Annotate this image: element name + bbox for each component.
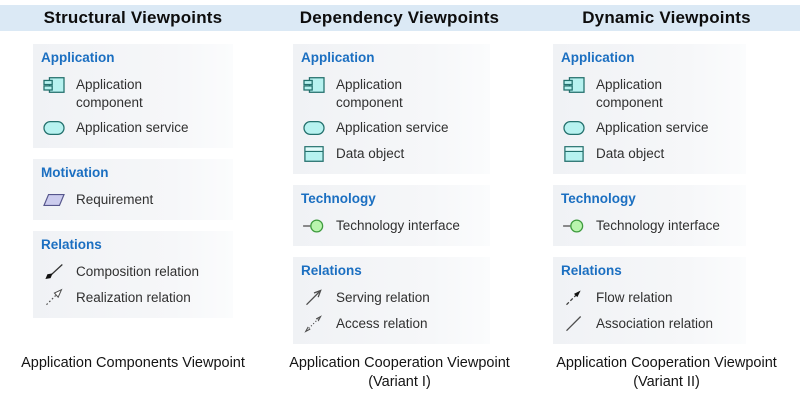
section-items: Requirement: [33, 183, 233, 220]
caption-line: Application Cooperation Viewpoint: [556, 355, 777, 371]
section-header-relations[interactable]: Relations: [301, 263, 362, 278]
palette-item-application-component[interactable]: Application component: [561, 75, 738, 112]
palette-item-label: Application service: [76, 120, 189, 135]
palette-item-label: Application service: [336, 120, 449, 135]
section-items: Composition relation Realization relatio…: [33, 255, 233, 318]
caption-line: Application Cooperation Viewpoint: [289, 355, 510, 371]
section-header-application[interactable]: Application: [301, 50, 375, 65]
palette-item-label: Technology interface: [596, 218, 720, 233]
palette-item-data-object[interactable]: Data object: [301, 144, 482, 164]
palette-section-technology: Technology Technology interface: [293, 185, 490, 246]
palette-item-label: Technology interface: [336, 218, 460, 233]
palette-item-label: Flow relation: [596, 290, 673, 305]
palette-item-label: Application component: [336, 77, 403, 110]
palette-section-relations: Relations Composition relation Realizati…: [33, 231, 233, 318]
section-header-application[interactable]: Application: [561, 50, 635, 65]
access-relation-icon: [301, 314, 327, 334]
section-items: Flow relation Association relation: [553, 281, 746, 344]
palette-item-flow-relation[interactable]: Flow relation: [561, 288, 738, 308]
viewpoint-caption-3: Application Cooperation Viewpoint (Varian…: [533, 354, 800, 392]
palette-section-relations: Relations Flow relation Association rela…: [553, 257, 746, 344]
palette-panel: Application Application component Applic…: [553, 44, 746, 355]
palette-item-data-object[interactable]: Data object: [561, 144, 738, 164]
application-component-icon: [41, 75, 67, 95]
palette-item-technology-interface[interactable]: Technology interface: [301, 216, 482, 236]
data-object-icon: [561, 144, 587, 164]
application-component-icon: [301, 75, 327, 95]
section-header-relations[interactable]: Relations: [561, 263, 622, 278]
palette-section-application: Application Application component Applic…: [553, 44, 746, 174]
palette-section-application: Application Application component Applic…: [293, 44, 490, 174]
palette-section-relations: Relations Serving relation Access relati…: [293, 257, 490, 344]
section-items: Application component Application servic…: [33, 68, 233, 148]
viewpoint-group-title-dependency-viewpoints: Dependency Viewpoints: [299, 8, 500, 27]
serving-relation-icon: [301, 288, 327, 308]
title-band: Structural Viewpoints Dependency Viewpoin…: [0, 5, 800, 31]
palette-item-label: Data object: [596, 146, 665, 161]
data-object-icon: [301, 144, 327, 164]
section-header-motivation[interactable]: Motivation: [41, 165, 109, 180]
palette-item-association-relation[interactable]: Association relation: [561, 314, 738, 334]
section-items: Application component Application servic…: [293, 68, 490, 174]
palette-section-application: Application Application component Applic…: [33, 44, 233, 148]
palette-item-application-component[interactable]: Application component: [301, 75, 482, 112]
section-header-application[interactable]: Application: [41, 50, 115, 65]
palette-item-label: Access relation: [336, 316, 428, 331]
palette-item-label: Composition relation: [76, 264, 200, 279]
palette-item-label: Association relation: [596, 316, 714, 331]
caption-line: (Variant II): [633, 374, 700, 390]
application-service-icon: [41, 118, 67, 138]
palette-item-realization-relation[interactable]: Realization relation: [41, 288, 225, 308]
technology-interface-icon: [561, 216, 587, 236]
palette-item-label: Requirement: [76, 192, 154, 207]
palette-item-label: Application service: [596, 120, 709, 135]
application-service-icon: [561, 118, 587, 138]
caption-line: (Variant I): [368, 374, 431, 390]
palette-item-composition-relation[interactable]: Composition relation: [41, 262, 225, 282]
palette-item-label: Application component: [596, 77, 663, 110]
section-items: Technology interface: [293, 209, 490, 246]
section-header-technology[interactable]: Technology: [561, 191, 636, 206]
palette-panel: Application Application component Applic…: [293, 44, 490, 355]
palette-item-serving-relation[interactable]: Serving relation: [301, 288, 482, 308]
palette-item-application-service[interactable]: Application service: [561, 118, 738, 138]
palette-item-label: Realization relation: [76, 290, 191, 305]
application-service-icon: [301, 118, 327, 138]
section-items: Serving relation Access relation: [293, 281, 490, 344]
section-header-technology[interactable]: Technology: [301, 191, 376, 206]
caption-line: Application Components Viewpoint: [21, 355, 245, 371]
section-header-relations[interactable]: Relations: [41, 237, 102, 252]
palette-item-application-service[interactable]: Application service: [41, 118, 225, 138]
requirement-icon: [41, 190, 67, 210]
viewpoint-column: Application Application component Applic…: [533, 44, 800, 355]
flow-relation-icon: [561, 288, 587, 308]
viewpoint-caption-1: Application Components Viewpoint: [0, 354, 266, 373]
association-relation-icon: [561, 314, 587, 334]
palette-section-motivation: Motivation Requirement: [33, 159, 233, 220]
viewpoint-group-title-structural-viewpoints: Structural Viewpoints: [43, 8, 223, 27]
viewpoint-caption-2: Application Cooperation Viewpoint (Varian…: [266, 354, 533, 392]
palette-item-access-relation[interactable]: Access relation: [301, 314, 482, 334]
palette-item-requirement[interactable]: Requirement: [41, 190, 225, 210]
section-items: Application component Application servic…: [553, 68, 746, 174]
viewpoint-columns: Application Application component Applic…: [0, 44, 800, 355]
palette-item-label: Data object: [336, 146, 405, 161]
application-component-icon: [561, 75, 587, 95]
palette-section-technology: Technology Technology interface: [553, 185, 746, 246]
viewpoint-column: Application Application component Applic…: [0, 44, 266, 355]
section-items: Technology interface: [553, 209, 746, 246]
palette-item-application-component[interactable]: Application component: [41, 75, 225, 112]
palette-item-label: Serving relation: [336, 290, 430, 305]
viewpoint-group-title-dynamic-viewpoints: Dynamic Viewpoints: [582, 8, 751, 27]
technology-interface-icon: [301, 216, 327, 236]
composition-relation-icon: [41, 262, 67, 282]
palette-item-label: Application component: [76, 77, 143, 110]
viewpoint-column: Application Application component Applic…: [266, 44, 533, 355]
palette-panel: Application Application component Applic…: [33, 44, 233, 329]
realization-relation-icon: [41, 288, 67, 308]
palette-item-application-service[interactable]: Application service: [301, 118, 482, 138]
palette-item-technology-interface[interactable]: Technology interface: [561, 216, 738, 236]
